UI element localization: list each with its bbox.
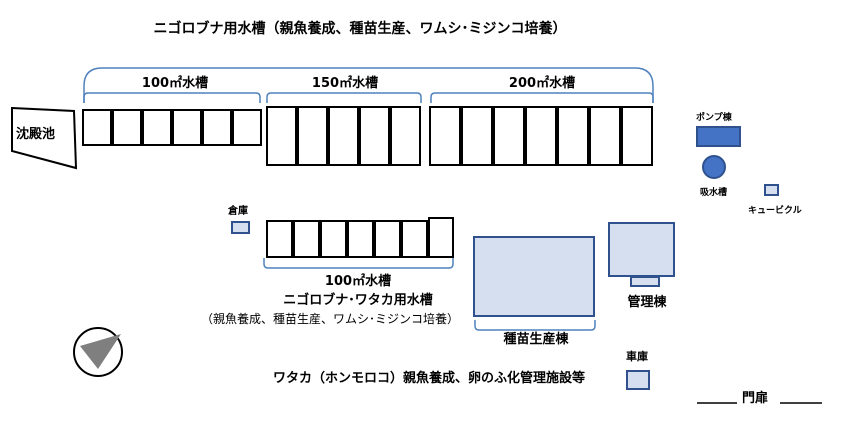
tank-100-mid-1 <box>266 220 293 258</box>
tank-200-2 <box>461 106 493 166</box>
tank-100-top-6 <box>232 109 262 146</box>
gate-label: 門扉 <box>742 391 769 406</box>
mid-group-subtitle: （親魚養成、種苗生産、ワムシ･ミジンコ培養） <box>200 312 460 326</box>
tank-100-top-1 <box>82 109 112 146</box>
tank-150-4 <box>359 106 390 166</box>
tank-150-2 <box>297 106 328 166</box>
mid-group-title: ニゴロブナ･ワタカ用水槽 <box>283 293 433 308</box>
tank-200-4 <box>525 106 557 166</box>
tank-100-mid-2 <box>293 220 320 258</box>
tank-100-top-4 <box>172 109 202 146</box>
tank-100-top-label: 100㎡水槽 <box>141 76 209 91</box>
cubicle <box>764 184 779 196</box>
pump-house-label: ポンプ棟 <box>696 113 732 123</box>
tank-150-5 <box>390 106 421 166</box>
admin-building-label: 管理棟 <box>627 295 667 310</box>
tank-200-6 <box>589 106 621 166</box>
cubicle-label: キュービクル <box>748 206 802 216</box>
seed-building-label: 種苗生産棟 <box>503 332 569 347</box>
bracket-seed-building <box>474 320 596 331</box>
bracket-100-top <box>83 92 261 103</box>
tank-100-mid-6 <box>401 220 428 258</box>
warehouse-label: 倉庫 <box>228 206 248 217</box>
bracket-200 <box>430 92 654 103</box>
admin-building-annex <box>630 276 660 287</box>
sedimentation-label: 沈殿池 <box>16 127 56 142</box>
tank-100-mid-5 <box>374 220 401 258</box>
tank-150-3 <box>328 106 359 166</box>
tank-150-1 <box>266 106 297 166</box>
admin-building <box>608 222 675 277</box>
warehouse <box>231 221 250 234</box>
suction-tank-circle <box>702 155 726 179</box>
tank-100-top-2 <box>112 109 142 146</box>
mid-group-size-label: 100㎡水槽 <box>324 274 392 289</box>
tank-200-5 <box>557 106 589 166</box>
seed-production-building <box>473 236 595 317</box>
tank-200-7 <box>621 106 653 166</box>
top-group-title: ニゴロブナ用水槽（親魚養成、種苗生産、ワムシ･ミジンコ培養） <box>153 21 567 37</box>
garage-label: 車庫 <box>626 350 648 363</box>
bracket-100-middle <box>263 258 454 269</box>
tank-200-label: 200㎡水槽 <box>508 76 576 91</box>
tank-200-3 <box>493 106 525 166</box>
tank-100-top-3 <box>142 109 172 146</box>
tank-100-top-5 <box>202 109 232 146</box>
north-arrow-icon <box>80 334 121 369</box>
suction-tank-label: 吸水槽 <box>700 188 728 198</box>
tank-100-mid-4 <box>347 220 374 258</box>
tank-100-mid-3 <box>320 220 347 258</box>
bracket-150 <box>266 92 422 103</box>
pump-house <box>696 126 741 147</box>
tank-150-label: 150㎡水槽 <box>311 76 379 91</box>
top-group-bracket <box>83 67 654 103</box>
sedimentation-pond <box>11 106 78 170</box>
tank-200-1 <box>429 106 461 166</box>
bottom-group-title: ワタカ（ホンモロコ）親魚養成、卵のふ化管理施設等 <box>273 371 586 386</box>
garage <box>626 370 650 390</box>
tank-100-mid-7 <box>428 217 454 258</box>
